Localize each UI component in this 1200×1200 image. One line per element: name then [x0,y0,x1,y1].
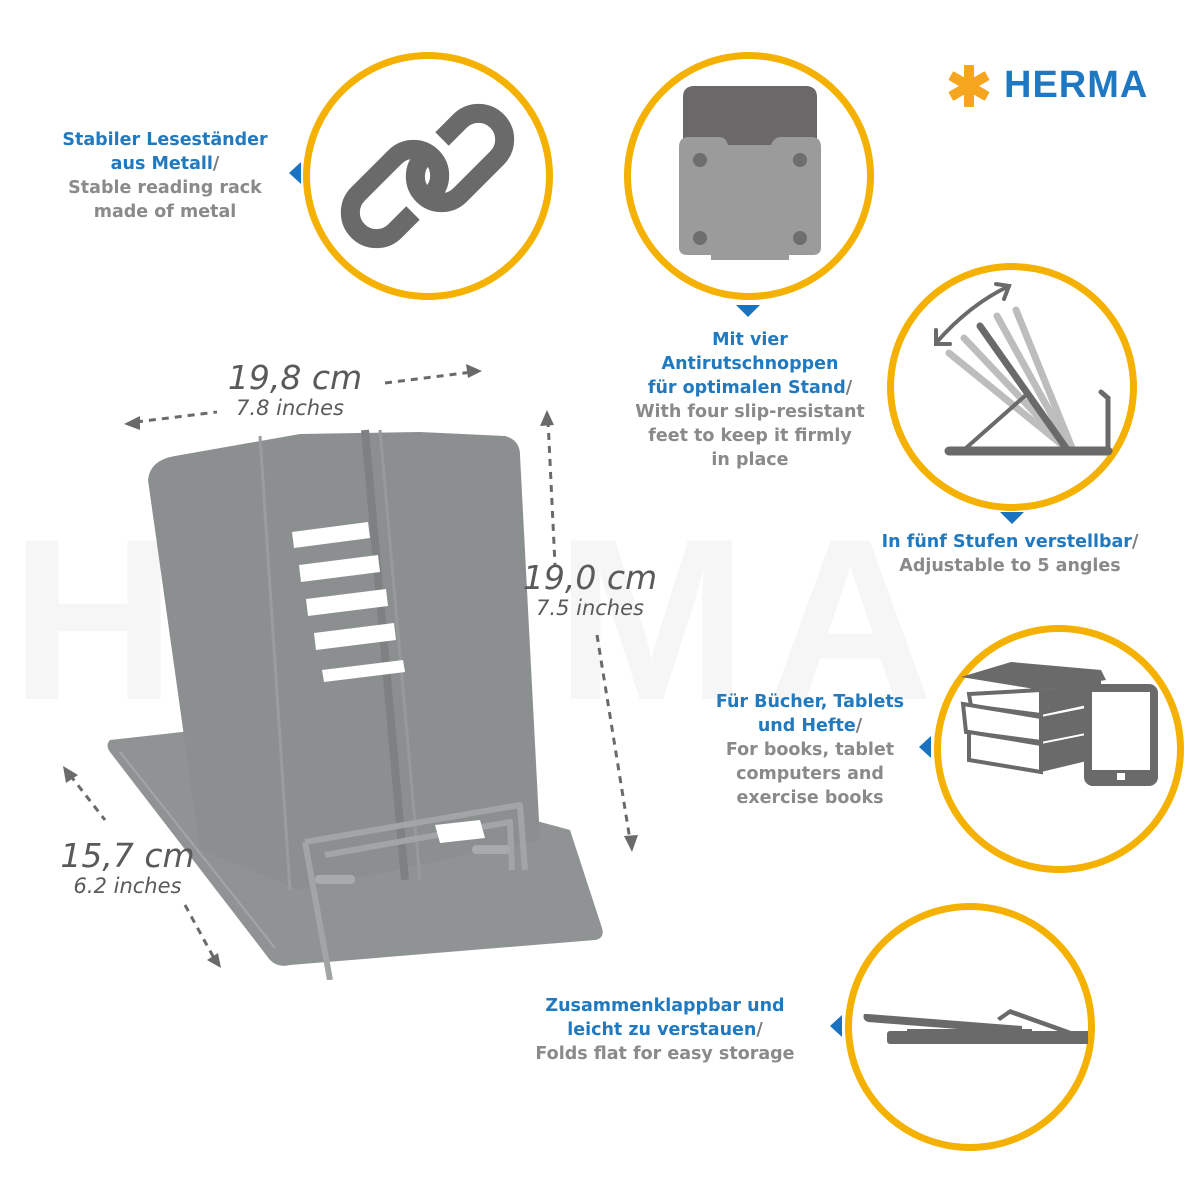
feature-circle-fold [845,903,1095,1151]
dimension-width-imperial: 7.8 inches [236,396,344,420]
dimension-depth: 15,7 cm 6.2 inches [40,836,215,899]
caption-en-line: in place [711,450,789,470]
caption-de-line: leicht zu verstauen [567,1020,757,1040]
asterisk-star-icon [948,64,990,107]
caption-de-line: aus Metall [110,154,213,174]
feature-caption-books: Für Bücher, Tablets und Hefte/ For books… [690,690,930,810]
caption-de-line-wrap: leicht zu verstauen/ [500,1018,830,1042]
caption-de-line: Antirutschnoppen [661,354,839,374]
feature-caption-angles: In fünf Stufen verstellbar/ Adjustable t… [850,530,1170,578]
pointer-arrow [830,1015,842,1037]
caption-slash: / [845,378,853,398]
caption-en-line: With four slip-resistant [635,402,865,422]
dimension-width-metric: 19,8 cm [227,358,363,397]
caption-slash: / [756,1020,763,1040]
feature-circle-metal [303,52,553,300]
feature-caption-fold: Zusammenklappbar und leicht zu verstauen… [500,994,830,1066]
caption-slash: / [1131,532,1139,552]
caption-de-line-wrap: und Hefte/ [690,714,930,738]
pointer-arrow [736,305,760,317]
reading-stand-image [107,429,603,980]
caption-de-line: Für Bücher, Tablets [715,692,905,712]
adjustable-angle-icon [934,282,1113,456]
caption-en-line: Adjustable to 5 angles [899,556,1121,576]
caption-de-line-wrap: In fünf Stufen verstellbar/ [850,530,1170,554]
caption-de-line: und Hefte [757,716,856,736]
caption-slash: / [855,716,863,736]
dimension-height-imperial: 7.5 inches [536,596,644,620]
herma-logo: HERMA [946,64,1148,107]
caption-en-line: exercise books [736,788,884,808]
brand-name: HERMA [1004,64,1149,106]
feature-circle-angles [887,263,1137,511]
feature-circle-books [934,625,1184,873]
caption-en-line: Folds flat for easy storage [535,1044,795,1064]
caption-de-line: In fünf Stufen verstellbar [881,532,1132,552]
chain-link-icon [340,103,515,249]
caption-de-line: Zusammenklappbar und [545,996,785,1016]
feature-circle-feet [624,52,874,300]
caption-en-line: For books, tablet [725,740,895,760]
caption-de-line-wrap: für optimalen Stand/ [600,376,900,400]
caption-de-line-wrap: aus Metall/ [40,152,290,176]
dimension-depth-imperial: 6.2 inches [73,874,182,898]
caption-en-line: Stable reading rack [68,178,262,198]
non-slip-feet-icon [679,86,821,260]
feature-caption-feet: Mit vier Antirutschnoppen für optimalen … [600,328,900,472]
pointer-arrow [289,162,301,184]
dimension-height: 19,0 cm 7.5 inches [505,558,675,621]
dimension-width: 19,8 cm 7.8 inches [200,358,390,421]
caption-en-line: feet to keep it firmly [648,426,852,446]
books-tablet-icon [960,662,1158,786]
caption-en-line: computers and [736,764,884,784]
caption-slash: / [212,154,220,174]
dimension-depth-metric: 15,7 cm [60,836,195,875]
caption-de-line: Stabiler Leseständer [62,130,268,150]
pointer-arrow [1000,512,1024,524]
feature-caption-metal: Stabiler Leseständer aus Metall/ Stable … [40,128,290,224]
caption-de-line: für optimalen Stand [647,378,846,398]
dimension-height-metric: 19,0 cm [522,558,658,597]
caption-de-line: Mit vier [712,330,788,350]
pointer-arrow [919,736,931,758]
folded-flat-icon [863,1009,1088,1044]
caption-en-line: made of metal [93,202,237,222]
